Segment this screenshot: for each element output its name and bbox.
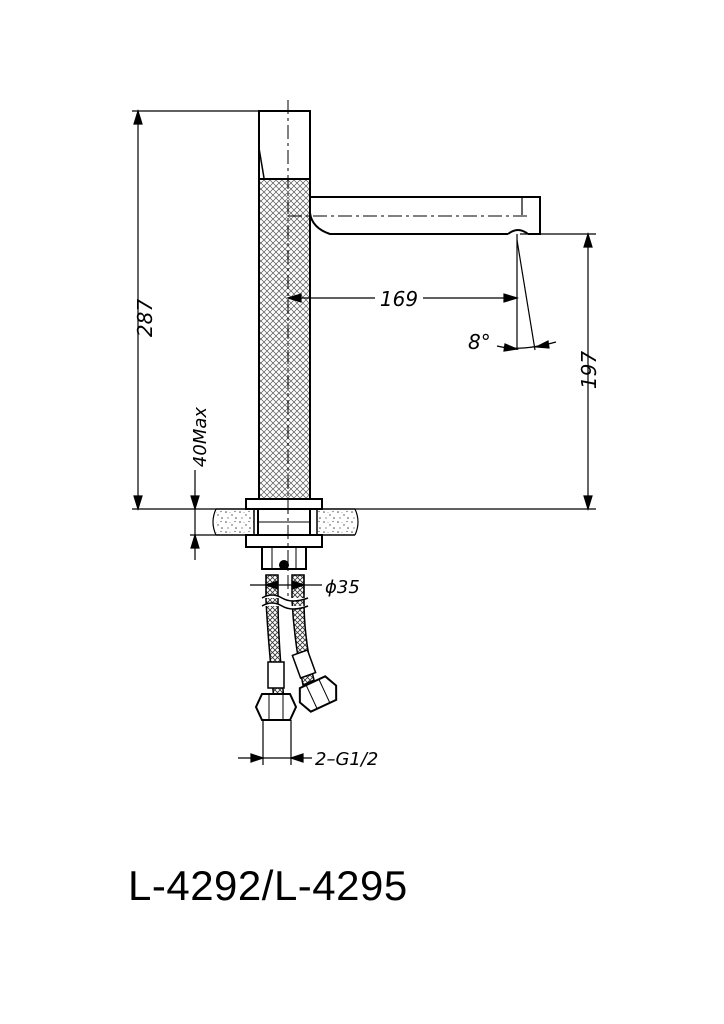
hex-nut-left [254, 693, 298, 721]
faucet-body [258, 178, 311, 500]
dimension-spout-height [355, 231, 596, 512]
dimension-angle-label: 8° [468, 330, 491, 354]
reach-label-bg [375, 286, 423, 308]
dimension-total-height [132, 108, 259, 512]
dimension-connection [238, 720, 312, 765]
dimension-deck-thickness [190, 470, 216, 560]
handle-cap [258, 110, 311, 180]
dimension-reach-label: 169 [380, 287, 418, 311]
dimension-spout-height-label: 197 [577, 351, 601, 389]
mounting-assembly [245, 498, 323, 570]
dimension-diameter [250, 575, 322, 595]
supply-hoses [261, 574, 317, 701]
model-number-title: L-4292/L-4295 [128, 862, 408, 909]
hex-nut-right [298, 675, 338, 713]
center-lines [287, 100, 530, 600]
dimension-diameter-label: ϕ35 [325, 577, 360, 598]
dimension-deck-thickness-label: 40Max [190, 407, 211, 467]
dimension-angle [496, 239, 557, 352]
countertop [212, 508, 359, 536]
dimension-total-height-label: 287 [133, 299, 157, 337]
dimension-connection-label: 2–G1/2 [315, 749, 378, 770]
